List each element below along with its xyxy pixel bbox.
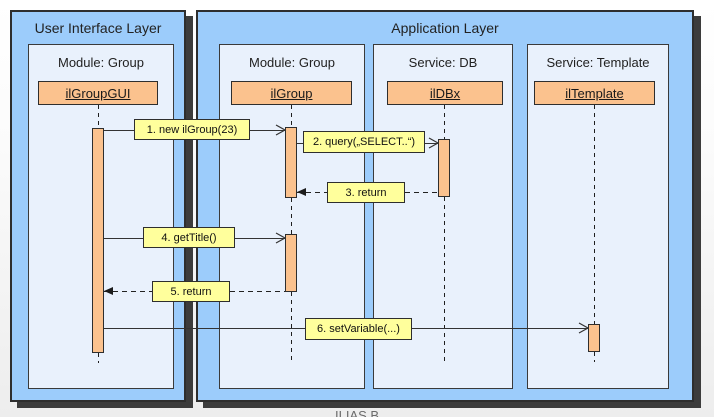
layer-title-user-interface: User Interface Layer	[34, 20, 162, 36]
class-box-ilgroupgui: ilGroupGUI	[38, 81, 158, 105]
message-2-arrowhead-icon	[428, 137, 439, 149]
caption-partial-text: ILIAS B	[335, 409, 380, 417]
caption-partial: ILIAS B	[335, 409, 445, 417]
lifeline-ilgroup	[291, 198, 292, 234]
message-4-label: 4. getTitle()	[143, 227, 235, 248]
message-3-text: 3. return	[345, 186, 387, 199]
message-5-text: 5. return	[170, 285, 212, 298]
lifeline-ilgroupgui	[98, 353, 99, 363]
message-4-text: 4. getTitle()	[161, 231, 217, 244]
message-1-arrowhead-icon	[275, 124, 286, 136]
service-title-template: Service: Template	[546, 55, 650, 70]
module-title-group-ui: Module: Group	[58, 55, 144, 70]
activation-bar-ilgroup-2	[285, 234, 297, 292]
message-5-label: 5. return	[152, 281, 230, 302]
lifeline-ildbx	[444, 197, 445, 362]
class-box-iltemplate: ilTemplate	[534, 81, 655, 105]
activation-bar-ilgroup-1	[285, 127, 297, 198]
message-1-label: 1. new ilGroup(23)	[134, 119, 250, 140]
class-name-ilgroup: ilGroup	[270, 85, 313, 101]
message-6-arrowhead-icon	[578, 322, 589, 334]
class-box-ilgroup: ilGroup	[231, 81, 352, 105]
message-3-arrowhead-icon	[297, 188, 306, 196]
module-title-group-app: Module: Group	[249, 55, 335, 70]
lifeline-iltemplate	[594, 352, 595, 362]
class-name-ilgroupgui: ilGroupGUI	[65, 85, 131, 101]
lifeline-ilgroupgui	[98, 105, 99, 128]
message-1-text: 1. new ilGroup(23)	[146, 123, 238, 136]
class-name-ildbx: ilDBx	[429, 85, 461, 101]
lifeline-ilgroup	[291, 105, 292, 127]
lifeline-ildbx	[444, 105, 445, 139]
activation-bar-ilgroupgui	[92, 128, 104, 353]
message-6-label: 6. setVariable(...)	[305, 318, 412, 340]
class-name-iltemplate: ilTemplate	[565, 85, 624, 101]
message-6-text: 6. setVariable(...)	[317, 323, 400, 335]
activation-bar-iltemplate	[588, 324, 600, 352]
class-box-ildbx: ilDBx	[387, 81, 503, 105]
message-2-text: 2. query(„SELECT..“)	[312, 136, 416, 148]
lifeline-ilgroup	[291, 292, 292, 362]
lifeline-iltemplate	[594, 105, 595, 324]
message-5-arrowhead-icon	[104, 287, 113, 295]
service-title-db: Service: DB	[408, 55, 478, 70]
message-3-label: 3. return	[327, 182, 405, 203]
activation-bar-ildbx	[438, 139, 450, 197]
layer-title-application: Application Layer	[391, 20, 499, 36]
message-4-arrowhead-icon	[275, 232, 286, 244]
message-2-label: 2. query(„SELECT..“)	[303, 131, 425, 153]
